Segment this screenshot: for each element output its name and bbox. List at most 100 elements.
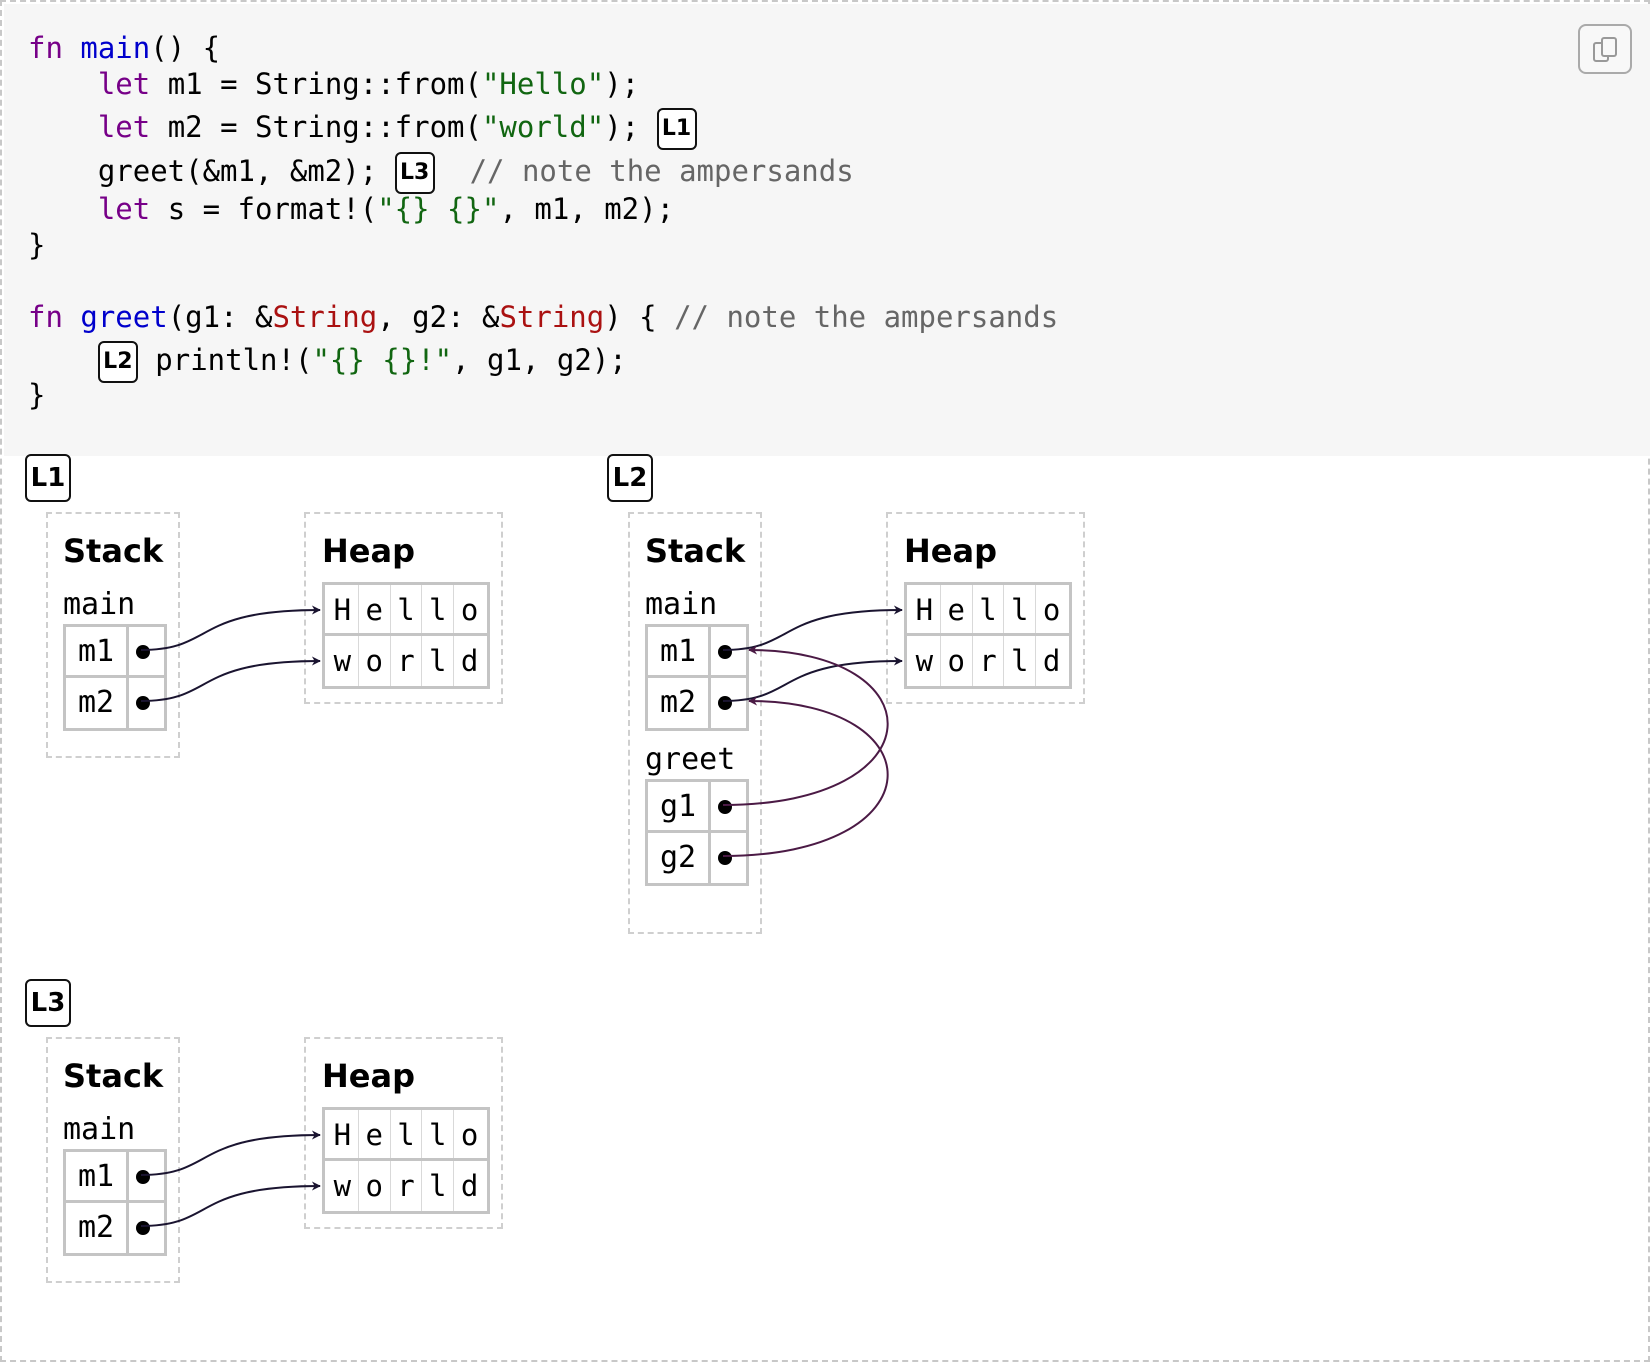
- heap-char: w: [909, 636, 941, 686]
- step-marker-l3: L3: [394, 152, 435, 194]
- code-token: "world": [481, 110, 605, 144]
- code-block: fn main() { let m1 = String::from("Hello…: [4, 4, 1650, 456]
- heap-char: H: [909, 585, 941, 635]
- heap-char: l: [422, 1110, 455, 1160]
- code-token: // note the ampersands: [469, 154, 854, 188]
- pointer-arrow: [722, 656, 903, 702]
- heap-char: e: [941, 585, 973, 635]
- stack-slot-g2: g2: [645, 830, 749, 886]
- pointer-arrow: [140, 1130, 321, 1176]
- heap-char: l: [422, 585, 455, 635]
- pointer-arrow: [140, 1181, 321, 1227]
- code-token: fn: [28, 300, 63, 334]
- code-token: () {: [150, 31, 221, 65]
- step-marker-l2: L2: [97, 341, 138, 383]
- heap-title: Heap: [322, 1057, 415, 1095]
- heap-char: d: [460, 644, 479, 678]
- frame-label-main: main: [63, 1112, 136, 1147]
- code-token: main: [80, 31, 151, 65]
- heap-char: l: [1004, 585, 1037, 635]
- heap-char: l: [391, 585, 423, 635]
- code-token: let: [97, 110, 151, 144]
- code-token: String: [499, 300, 605, 334]
- stack-pane: [628, 512, 762, 934]
- stack-slot-m1: m1: [63, 1149, 167, 1205]
- pointer-dot: [136, 1170, 150, 1184]
- variable-name: m2: [648, 678, 711, 728]
- variable-name: g2: [648, 833, 711, 883]
- code-token: let: [97, 67, 151, 101]
- heap-title: Heap: [322, 532, 415, 570]
- code-token: "Hello": [481, 67, 605, 101]
- heap-char: r: [391, 636, 423, 686]
- heap-title: Heap: [904, 532, 997, 570]
- heap-char: o: [941, 636, 973, 686]
- code-token: "{} {}": [377, 192, 500, 226]
- code-line: L2 println!("{} {}!", g1, g2);: [28, 341, 627, 383]
- pointer-dot: [718, 851, 732, 865]
- heap-char: l: [973, 585, 1005, 635]
- stack-slot-g1: g1: [645, 779, 749, 835]
- code-token: );: [604, 110, 657, 144]
- heap-char: o: [1042, 593, 1061, 627]
- code-token: );: [604, 67, 640, 101]
- pointer-dot: [718, 696, 732, 710]
- heap-char: l: [422, 636, 455, 686]
- pointer-dot: [136, 1221, 150, 1235]
- code-line: let s = format!("{} {}", m1, m2);: [28, 191, 674, 227]
- variable-name: g1: [648, 782, 711, 832]
- pointer-arrow: [722, 605, 903, 651]
- code-token: m1 = String::from(: [150, 67, 482, 101]
- pointer-arrow: [722, 645, 889, 806]
- pointer-dot: [136, 696, 150, 710]
- heap-char: d: [460, 1169, 479, 1203]
- pointer-dot: [718, 800, 732, 814]
- heap-char: o: [460, 593, 479, 627]
- step-label-l1: L1: [25, 454, 71, 502]
- variable-name: m2: [66, 678, 129, 728]
- heap-char: o: [359, 636, 391, 686]
- code-line: fn greet(g1: &String, g2: &String) { // …: [28, 299, 1058, 335]
- stack-title: Stack: [63, 1057, 164, 1095]
- code-token: "{} {}!": [312, 343, 453, 377]
- code-token: , m1, m2);: [499, 192, 675, 226]
- code-token: }: [28, 378, 46, 412]
- heap-char: w: [327, 1161, 359, 1211]
- heap-pane: [886, 512, 1085, 704]
- heap-char: r: [391, 1161, 423, 1211]
- frame-label-greet: greet: [645, 742, 736, 777]
- frame-label-main: main: [645, 587, 718, 622]
- code-token: greet: [80, 300, 168, 334]
- heap-char: r: [973, 636, 1005, 686]
- code-line: fn main() {: [28, 30, 220, 66]
- copy-button[interactable]: [1578, 24, 1632, 74]
- heap-char: o: [359, 1161, 391, 1211]
- heap-char: o: [460, 1118, 479, 1152]
- code-token: String: [272, 300, 378, 334]
- variable-name: m2: [66, 1203, 129, 1253]
- code-token: s = format!(: [150, 192, 378, 226]
- pointer-dot: [718, 645, 732, 659]
- heap-char: l: [1004, 636, 1037, 686]
- heap-pane: [304, 1037, 503, 1229]
- variable-name: m1: [648, 627, 711, 677]
- stack-slot-m2: m2: [645, 675, 749, 731]
- stack-slot-m2: m2: [63, 675, 167, 731]
- variable-name: m1: [66, 1152, 129, 1202]
- stack-pane: [46, 512, 180, 758]
- pointer-arrow: [140, 605, 321, 651]
- code-token: ) {: [604, 300, 675, 334]
- code-line: let m1 = String::from("Hello");: [28, 66, 639, 102]
- stack-title: Stack: [645, 532, 746, 570]
- code-line: }: [28, 377, 45, 413]
- copy-icon: [1593, 37, 1617, 62]
- code-token: greet(&m1, &m2);: [28, 154, 395, 188]
- code-line: }: [28, 227, 45, 263]
